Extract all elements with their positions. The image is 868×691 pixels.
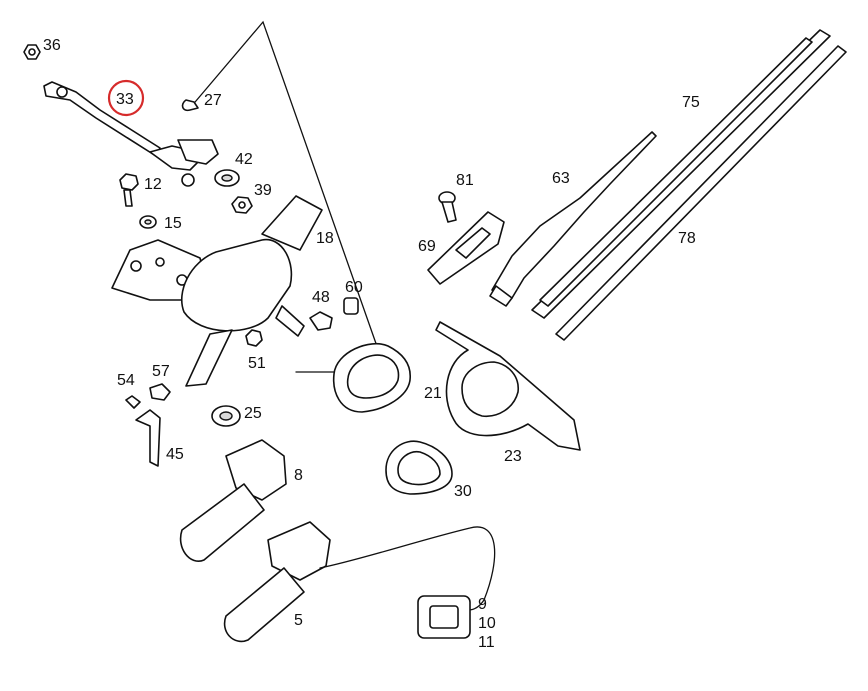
label-69: 69 [418, 238, 436, 255]
label-33: 33 [116, 91, 134, 108]
part-18-wiper-bearing[interactable] [180, 195, 323, 387]
label-23: 23 [504, 448, 522, 465]
part-30-cap[interactable] [385, 440, 453, 495]
part-27-clip[interactable] [181, 99, 199, 112]
label-54: 54 [117, 372, 135, 389]
label-51: 51 [248, 355, 266, 372]
part-75-wiper-blade[interactable] [531, 29, 831, 319]
label-45: 45 [166, 446, 184, 463]
label-25: 25 [244, 405, 262, 422]
label-10: 10 [478, 615, 496, 632]
part-48-fitting[interactable] [309, 311, 333, 331]
label-15: 15 [164, 215, 182, 232]
label-48: 48 [312, 289, 330, 306]
part-60-sleeve[interactable] [343, 297, 359, 315]
part-9-10-11-connector[interactable] [417, 595, 471, 639]
label-18: 18 [316, 230, 334, 247]
label-12: 12 [144, 176, 162, 193]
highlight-circle [107, 79, 145, 117]
part-42-grommet[interactable] [214, 169, 240, 187]
label-21: 21 [424, 385, 442, 402]
part-69-cover[interactable] [427, 211, 505, 285]
part-51-nut[interactable] [245, 329, 263, 347]
label-39: 39 [254, 182, 272, 199]
label-9: 9 [478, 596, 487, 613]
label-60: 60 [345, 279, 363, 296]
label-75: 75 [682, 94, 700, 111]
label-36: 36 [43, 37, 61, 54]
part-33-linkage-arm[interactable] [43, 81, 219, 187]
part-8-wiper-motor[interactable] [179, 439, 287, 562]
part-78-wiper-rubber[interactable] [555, 45, 847, 341]
part-45-bracket[interactable] [135, 409, 161, 467]
label-27: 27 [204, 92, 222, 109]
part-15-washer[interactable] [139, 215, 157, 229]
part-36-nut[interactable] [23, 44, 41, 60]
part-57-clamp[interactable] [149, 383, 171, 401]
part-81-screw[interactable] [438, 191, 457, 223]
label-8: 8 [294, 467, 303, 484]
part-21-cover[interactable] [332, 342, 411, 413]
part-39-nut[interactable] [231, 196, 253, 214]
label-81: 81 [456, 172, 474, 189]
part-25-grommet[interactable] [211, 405, 241, 427]
part-5-wiper-motor[interactable] [223, 521, 496, 643]
label-11: 11 [478, 634, 495, 651]
label-5: 5 [294, 612, 303, 629]
part-23-cover[interactable] [435, 321, 581, 451]
part-12-bolt[interactable] [119, 173, 139, 207]
label-30: 30 [454, 483, 472, 500]
label-42: 42 [235, 151, 253, 168]
part-54-clip[interactable] [125, 395, 141, 409]
label-57: 57 [152, 363, 170, 380]
label-63: 63 [552, 170, 570, 187]
part-63-wiper-arm[interactable] [489, 131, 657, 307]
label-78: 78 [678, 230, 696, 247]
